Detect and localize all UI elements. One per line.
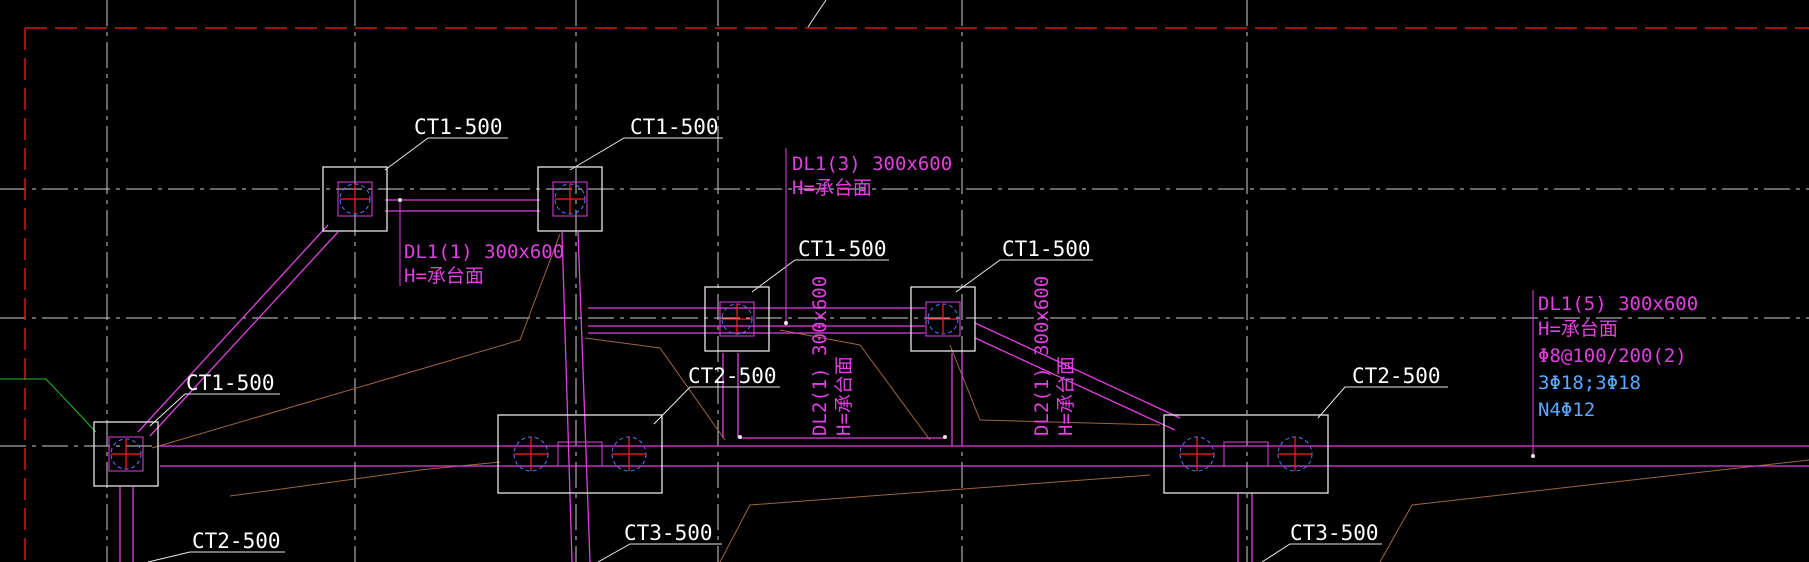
label-ct2-a: CT2-500 <box>688 364 777 388</box>
label-ct3-b: CT3-500 <box>1290 521 1379 545</box>
label-ct3-a: CT3-500 <box>624 521 713 545</box>
brown-leader-7 <box>1379 459 1809 562</box>
cap-outline <box>93 421 159 487</box>
node-dot-1 <box>398 198 402 202</box>
beam-lines <box>119 199 1809 562</box>
leader-ct1-d <box>955 259 1093 293</box>
cap-outline <box>910 286 976 352</box>
label-leaders <box>147 137 1448 562</box>
green-leader-line <box>0 378 97 433</box>
beam-vert-b2 <box>577 231 591 562</box>
pile-cross <box>340 184 370 214</box>
label-ct1-d: CT1-500 <box>1002 237 1091 261</box>
label-ct1-a: CT1-500 <box>414 115 503 139</box>
note-dl1-5-line1: DL1(5) 300x600 <box>1538 293 1698 315</box>
pile-cross <box>722 304 752 334</box>
brown-leader-4 <box>949 344 1161 426</box>
brown-leader-5 <box>229 461 501 497</box>
node-dots <box>398 198 1535 458</box>
node-dot-2 <box>784 321 788 325</box>
pile-cross-left <box>514 437 548 471</box>
node-dot-4 <box>738 435 742 439</box>
cap-outline <box>497 414 663 494</box>
cap-inner-box <box>1223 441 1269 467</box>
note-dl1-5-line2: H=承台面 <box>1538 318 1618 340</box>
note-dl1-1-line2: H=承台面 <box>404 265 484 287</box>
brown-leader-6 <box>719 474 1151 562</box>
cap-outline <box>322 166 388 232</box>
leader-ct3-a <box>597 543 722 562</box>
site-boundary <box>24 27 1809 562</box>
cap-ct1-b[interactable] <box>537 166 603 232</box>
beam-diag-left-1 <box>137 224 329 433</box>
brown-leader-3 <box>779 329 931 441</box>
note-dl2-b-line1: DL2(1) 300x600 <box>1031 276 1053 436</box>
cap-ct2-a[interactable] <box>497 414 663 494</box>
note-dl2-b-line2: H=承台面 <box>1055 356 1077 436</box>
note-dl1-1-line1: DL1(1) 300x600 <box>404 241 564 263</box>
cap-outline <box>704 286 770 352</box>
leader-ct2-b <box>147 551 285 562</box>
pile-cross-left <box>1180 437 1214 471</box>
note-dl1-3-line2: H=承台面 <box>792 177 872 199</box>
label-ct1-b: CT1-500 <box>630 115 719 139</box>
cap-outline <box>537 166 603 232</box>
cap-ct1-c[interactable] <box>704 286 770 352</box>
note-dl1-5-line3: Φ8@100/200(2) <box>1538 345 1687 367</box>
pile-box <box>925 301 961 337</box>
label-ct1-c: CT1-500 <box>798 237 887 261</box>
brown-leaders <box>151 233 1809 562</box>
beam-diag-right-1 <box>974 322 1181 419</box>
note-dl2-a-line1: DL2(1) 300x600 <box>809 276 831 436</box>
leader-ct1-e <box>149 393 280 427</box>
note-dl1-3-line1: DL1(3) 300x600 <box>792 153 952 175</box>
label-ct2-c: CT2-500 <box>1352 364 1441 388</box>
pile-box <box>337 181 373 217</box>
note-dl1-5-line4: 3Φ18;3Φ18 <box>1538 372 1641 394</box>
label-ct1-e: CT1-500 <box>186 371 275 395</box>
pile-cross <box>555 184 585 214</box>
pile-box <box>719 301 755 337</box>
pile-box <box>552 181 588 217</box>
cap-ct1-a[interactable] <box>322 166 388 232</box>
brown-leader-2 <box>584 337 726 441</box>
node-dot-3 <box>943 435 947 439</box>
label-ct2-b: CT2-500 <box>192 529 281 553</box>
cap-ct1-e[interactable] <box>93 421 159 487</box>
pile-cross <box>928 304 958 334</box>
leader-ct3-b <box>1261 543 1382 562</box>
beam-diag-left-2 <box>149 231 339 437</box>
pile-box <box>108 436 144 472</box>
note-dl2-a: DL2(1) 300x600 H=承台面 <box>809 276 855 436</box>
cap-ct1-d[interactable] <box>910 286 976 352</box>
pile-cross <box>111 439 141 469</box>
leader-ct1-a <box>384 137 508 171</box>
cap-ct2-c[interactable] <box>1163 414 1329 494</box>
beam-vert-b1 <box>561 231 573 562</box>
note-dl2-a-line2: H=承台面 <box>833 356 855 436</box>
top-leader-stub <box>807 0 827 28</box>
cap-inner-box <box>557 441 603 467</box>
note-leaders <box>399 148 1534 456</box>
brown-leader-1 <box>151 233 561 449</box>
node-dot-5 <box>1531 454 1535 458</box>
beam-diag-right-2 <box>974 337 1176 431</box>
leader-ct1-c <box>751 259 889 293</box>
leader-ct2-c <box>1317 386 1448 419</box>
cap-outline <box>1163 414 1329 494</box>
leader-ct1-b <box>569 137 723 171</box>
pile-cross-right <box>1278 437 1312 471</box>
pile-cross-right <box>612 437 646 471</box>
leader-ct2-a <box>653 386 780 425</box>
note-dl2-b: DL2(1) 300x600 H=承台面 <box>1031 276 1077 436</box>
note-dl1-5-line5: N4Φ12 <box>1538 399 1595 421</box>
